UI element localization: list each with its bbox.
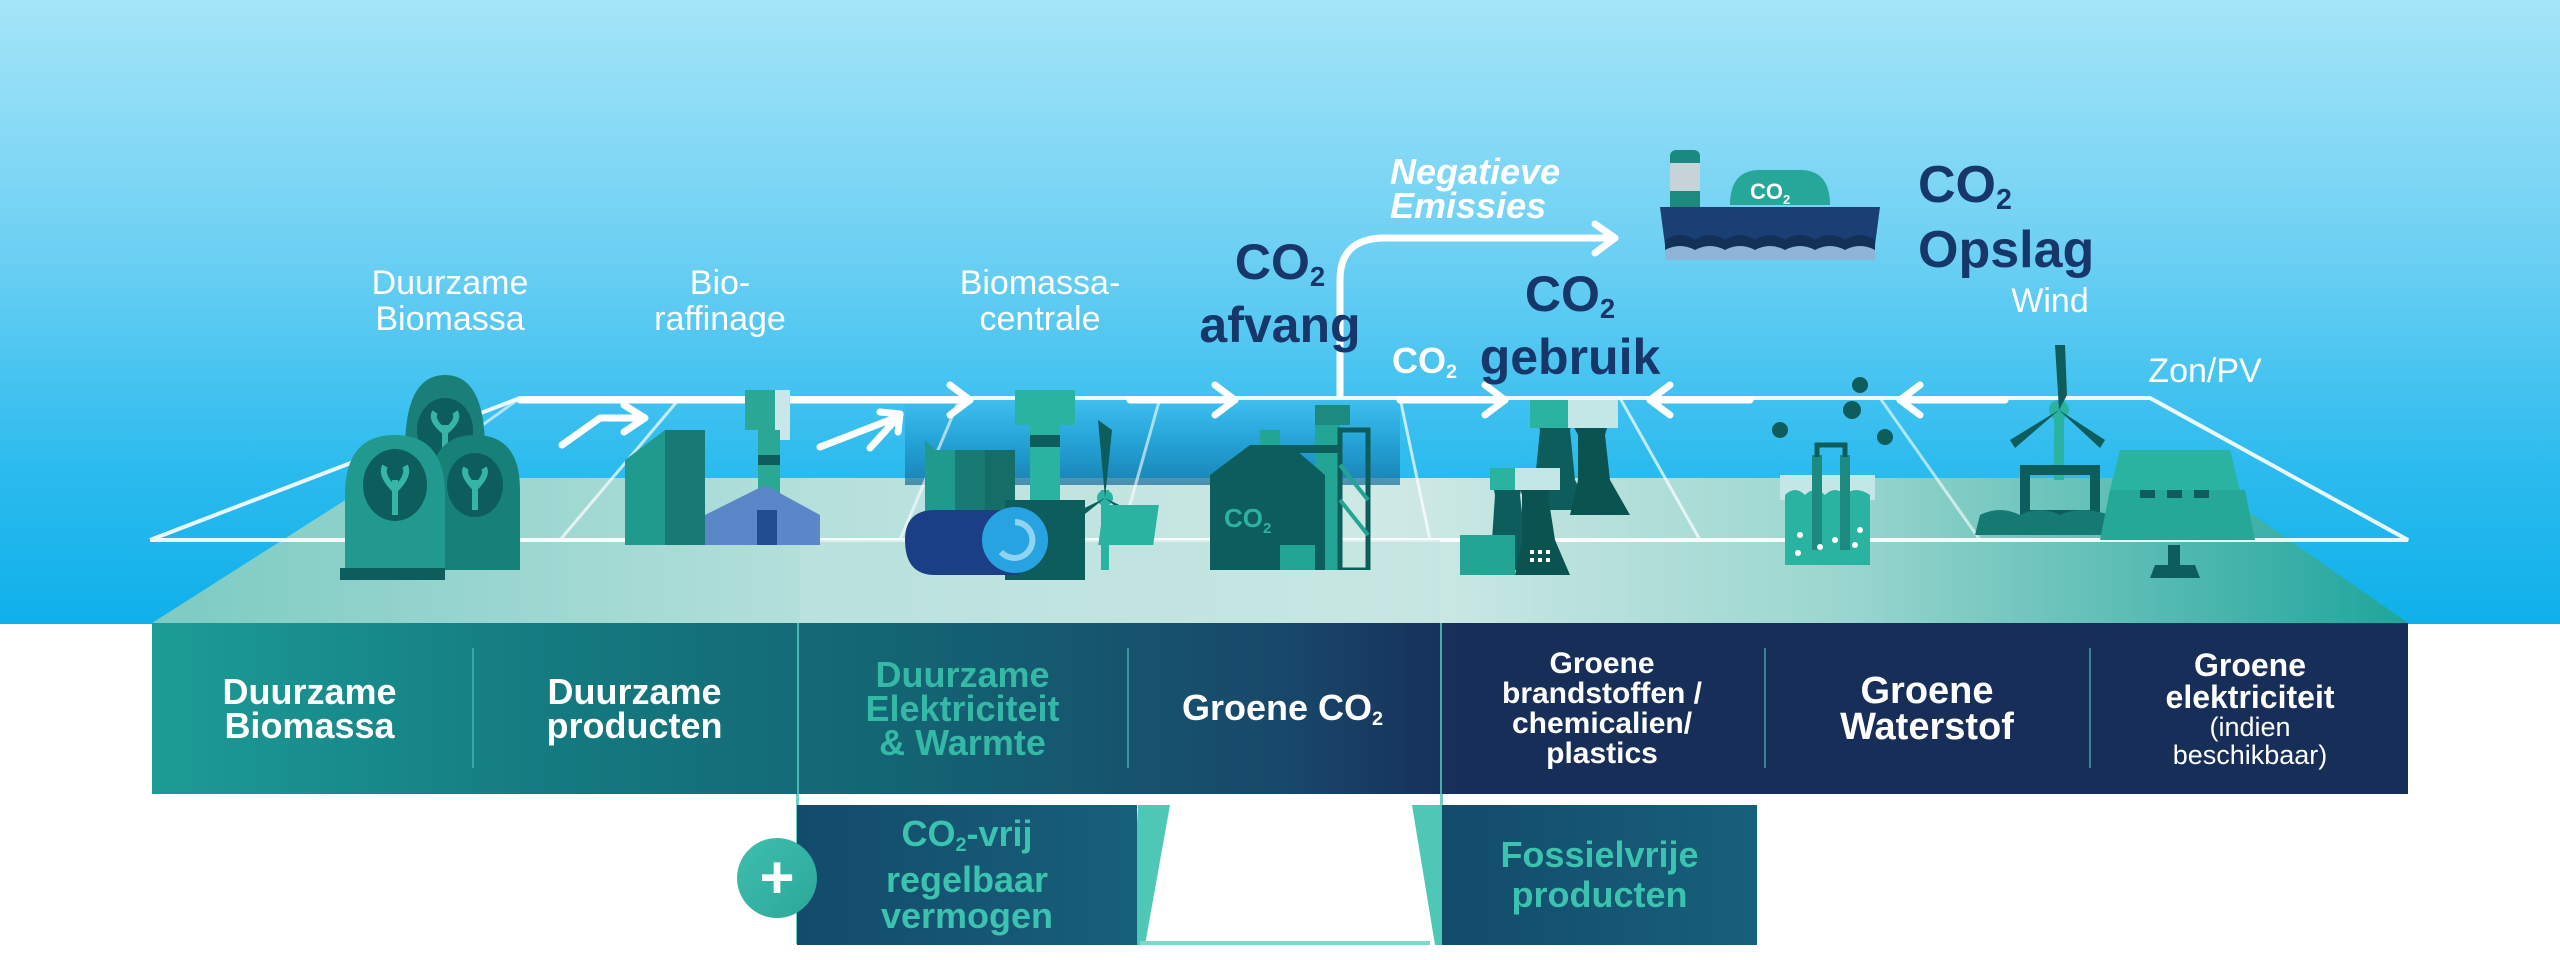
label-line: gebruik (1479, 328, 1661, 385)
flow-arrows (0, 0, 2560, 624)
subscript: 2 (1446, 360, 1458, 383)
section-divider (797, 623, 799, 794)
cell-line: Duurzame (222, 670, 397, 712)
co2-use-factory-icon (1460, 400, 1630, 575)
subscript: 2 (1309, 260, 1326, 292)
cell-note: beschikbaar) (2172, 739, 2328, 770)
co2-text: CO (1524, 266, 1600, 322)
label-zon-pv: Zon/PV (2148, 352, 2262, 390)
cell-line: Duurzame (875, 653, 1050, 695)
subscript: 2 (955, 833, 967, 856)
label-bioraffinage: Bio- raffinage (610, 265, 830, 337)
hydrogen-beaker-icon (1772, 377, 1893, 565)
divider (2089, 648, 2091, 768)
plus-icon: + (737, 838, 817, 918)
label-line: CO2 (1180, 237, 1380, 301)
box-line: producten (1511, 874, 1688, 915)
label-co2-opslag: CO2 Opslag (1918, 159, 2118, 280)
wind-solar-icon (1975, 345, 2255, 578)
label-duurzame-biomassa: Duurzame Biomassa (340, 265, 560, 337)
divider (1764, 648, 1766, 768)
label-line: afvang (1199, 296, 1361, 353)
cell-line: brandstoffen / (1502, 676, 1702, 710)
box-co2-vrij-regelbaar-vermogen: CO2-vrij regelbaar vermogen (797, 805, 1137, 945)
label-co2-small: CO2 (1392, 340, 1457, 384)
label-co2-afvang: CO2 afvang (1180, 237, 1380, 353)
label-line: centrale (979, 300, 1101, 338)
cell-line: chemicalien/ (1511, 706, 1693, 740)
cell-line: plastics (1546, 736, 1658, 770)
box-line: Fossielvrije (1500, 834, 1699, 875)
label-line: Biomassa (375, 300, 525, 338)
co2-text: CO (901, 812, 956, 854)
biomass-plant-icon (905, 390, 1159, 580)
divider (472, 648, 474, 768)
cell-line: & Warmte (879, 721, 1046, 763)
label-wind: Wind (2011, 282, 2089, 320)
cell-line: producten (546, 704, 723, 746)
funnel-decoration (1130, 805, 1442, 945)
cell-line: Groene (1860, 669, 1994, 712)
cell-line: Biomassa (224, 704, 395, 746)
cell-text: Groene CO (1181, 686, 1373, 728)
band-cell-groene-elektriciteit: Groene elektriciteit (indien beschikbaar… (2092, 623, 2408, 794)
co2-text: CO (1918, 156, 1996, 214)
label-line: Opslag (1918, 221, 2095, 280)
label-line: Emissies (1390, 185, 1547, 226)
label-negatieve-emissies: Negatieve Emissies (1390, 151, 1590, 226)
subscript: 2 (1599, 292, 1616, 324)
co2-storage-ship-icon: CO2 (1660, 150, 1880, 260)
box-fossielvrije-producten: Fossielvrije producten (1442, 805, 1757, 945)
section-divider (1440, 623, 1442, 794)
subscript: 2 (1372, 707, 1384, 730)
cell-line: elektriciteit (2165, 678, 2335, 715)
cell-line: Elektriciteit (865, 687, 1060, 729)
subscript: 2 (1996, 184, 2012, 217)
co2-capture-plant-icon: CO2 (1210, 405, 1371, 570)
box-text: -vrij (966, 812, 1033, 854)
cell-line: Groene (2193, 646, 2307, 683)
band-cell-groene-co2: Groene CO2 (1130, 623, 1435, 794)
plus-glyph: + (759, 844, 795, 911)
cell-line: Duurzame (547, 670, 722, 712)
cell-line: Waterstof (1840, 705, 2014, 748)
co2-text: CO (1234, 234, 1310, 290)
label-co2-gebruik: CO2 gebruik (1470, 269, 1670, 385)
box-line: vermogen (880, 895, 1054, 937)
co2-text: CO (1392, 340, 1446, 381)
label-line: Duurzame (371, 264, 529, 302)
biorefinery-icon (625, 390, 820, 545)
label-line: CO2 (1918, 159, 2118, 225)
box-line: CO2-vrij (881, 812, 1053, 863)
label-line: Biomassa- (959, 264, 1121, 302)
biomass-bags-icon (340, 375, 520, 580)
label-line: CO2 (1470, 269, 1670, 333)
box-line: regelbaar (885, 859, 1049, 901)
divider (1127, 648, 1129, 768)
label-line: raffinage (654, 300, 786, 338)
label-biomassacentrale: Biomassa- centrale (925, 265, 1155, 337)
cell-line: Groene (1549, 646, 1655, 680)
label-line: Negatieve (1390, 151, 1561, 192)
cell-note: (indien (2209, 711, 2291, 742)
label-line: Bio- (689, 264, 751, 302)
